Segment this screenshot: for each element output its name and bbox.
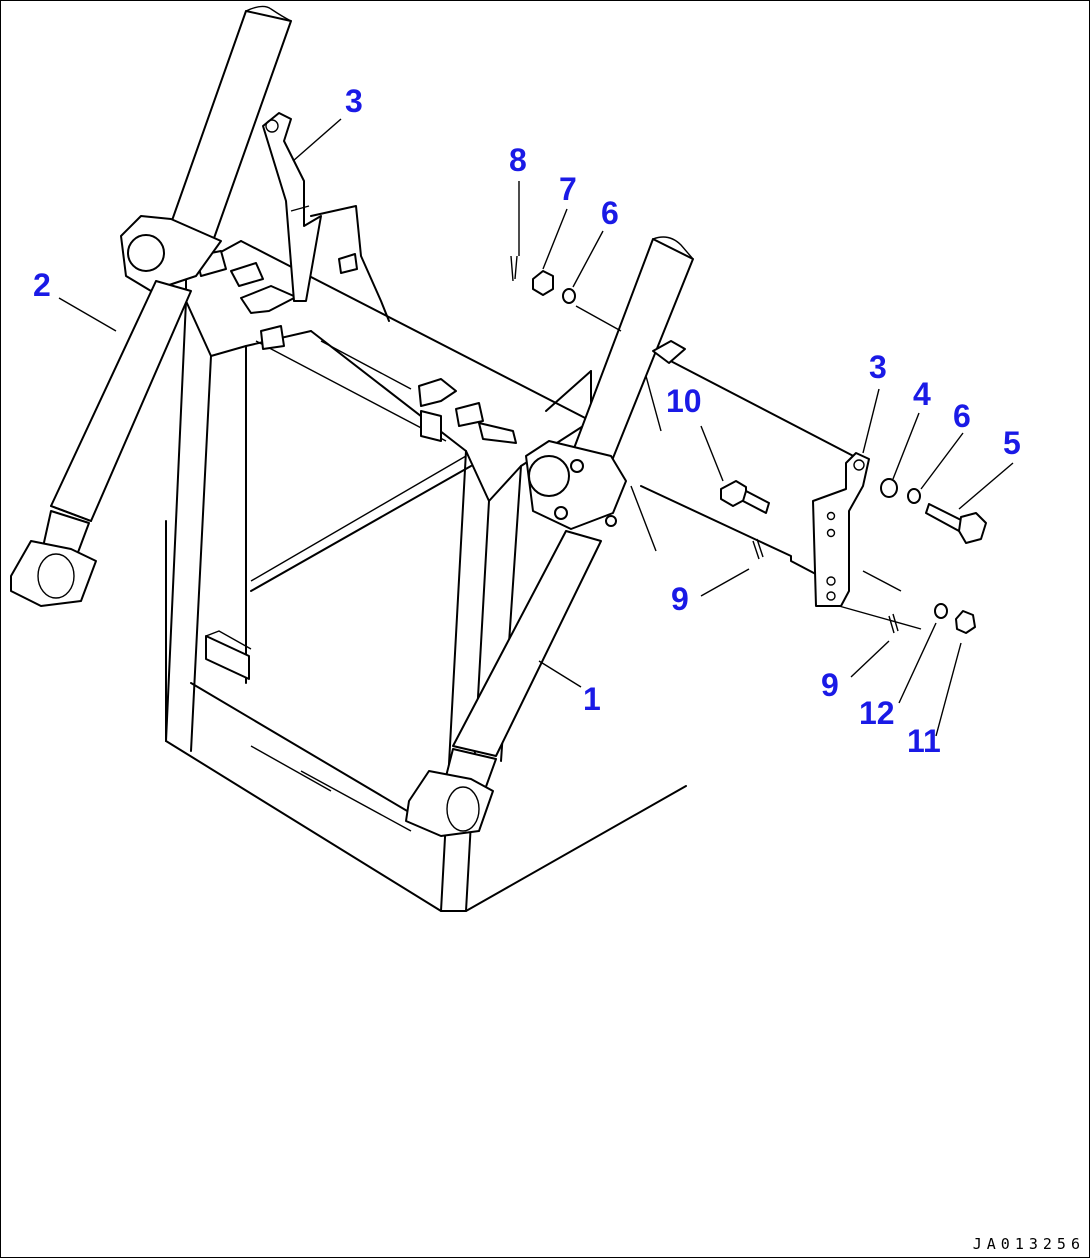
callout-3-right: 3 (869, 349, 887, 385)
callout-7: 7 (559, 171, 577, 207)
cylinder-right (405, 236, 694, 837)
callout-2: 2 (33, 267, 51, 303)
left-post (165, 300, 252, 752)
hardware (510, 255, 987, 634)
callout-11: 11 (907, 723, 941, 759)
callout-1: 1 (583, 681, 601, 717)
callout-6-right: 6 (953, 398, 971, 434)
callout-6-upper: 6 (601, 195, 619, 231)
callout-4: 4 (913, 376, 931, 412)
callout-3-upper: 3 (345, 83, 363, 119)
frame-base (165, 520, 687, 912)
callout-9-lower: 9 (821, 667, 839, 703)
bracket-right (812, 452, 870, 607)
callout-9-middle: 9 (671, 581, 689, 617)
cylinder-left (10, 5, 292, 607)
callout-8: 8 (509, 142, 527, 178)
bracket-upper (262, 112, 390, 322)
leader-lines (58, 118, 1014, 737)
callout-5: 5 (1003, 425, 1021, 461)
callout-10: 10 (666, 383, 702, 419)
link-rods (575, 305, 922, 630)
drawing-code: JA013256 (972, 1235, 1085, 1253)
callout-12: 12 (859, 695, 895, 731)
